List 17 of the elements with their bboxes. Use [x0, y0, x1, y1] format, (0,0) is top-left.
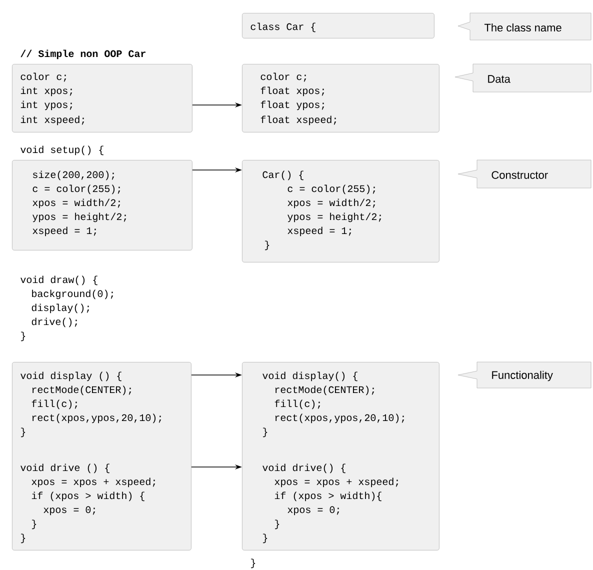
callout-bubble: The class name	[458, 12, 592, 40]
code-box: void display () { rectMode(CENTER); fill(c); rect(xpos,ypos,20,10); } void drive () { xpos = xpos + xspeed; if (xpos > width) { xpos = 0; } }	[12, 362, 192, 550]
code-box: color c; float xpos; float ypos; float xspeed;	[242, 64, 440, 132]
code-box: void display() { rectMode(CENTER); fill(c); rect(xpos,ypos,20,10); } void drive() { xpos = xpos + xspeed; if (xpos > width){ xpos = 0; } }	[242, 362, 440, 550]
code-text: void draw() {	[20, 276, 98, 286]
callout-bubble: Data	[454, 64, 592, 92]
code-text: void setup() {	[20, 146, 104, 156]
code-text: }	[21, 332, 26, 342]
code-box: class Car {	[242, 13, 434, 38]
code-text: display();	[32, 304, 90, 314]
code-text: background(0);	[32, 290, 114, 300]
code-text: drive();	[32, 318, 78, 328]
code-box: size(200,200); c = color(255); xpos = width/2; ypos = height/2; xspeed = 1;	[12, 160, 192, 250]
callout-bubble: Constructor	[458, 160, 592, 188]
code-box: color c; int xpos; int ypos; int xspeed;	[12, 64, 192, 132]
callout-bubble: Functionality	[458, 362, 592, 388]
code-box: Car() { c = color(255); xpos = width/2; ypos = height/2; xspeed = 1; }	[242, 160, 440, 262]
